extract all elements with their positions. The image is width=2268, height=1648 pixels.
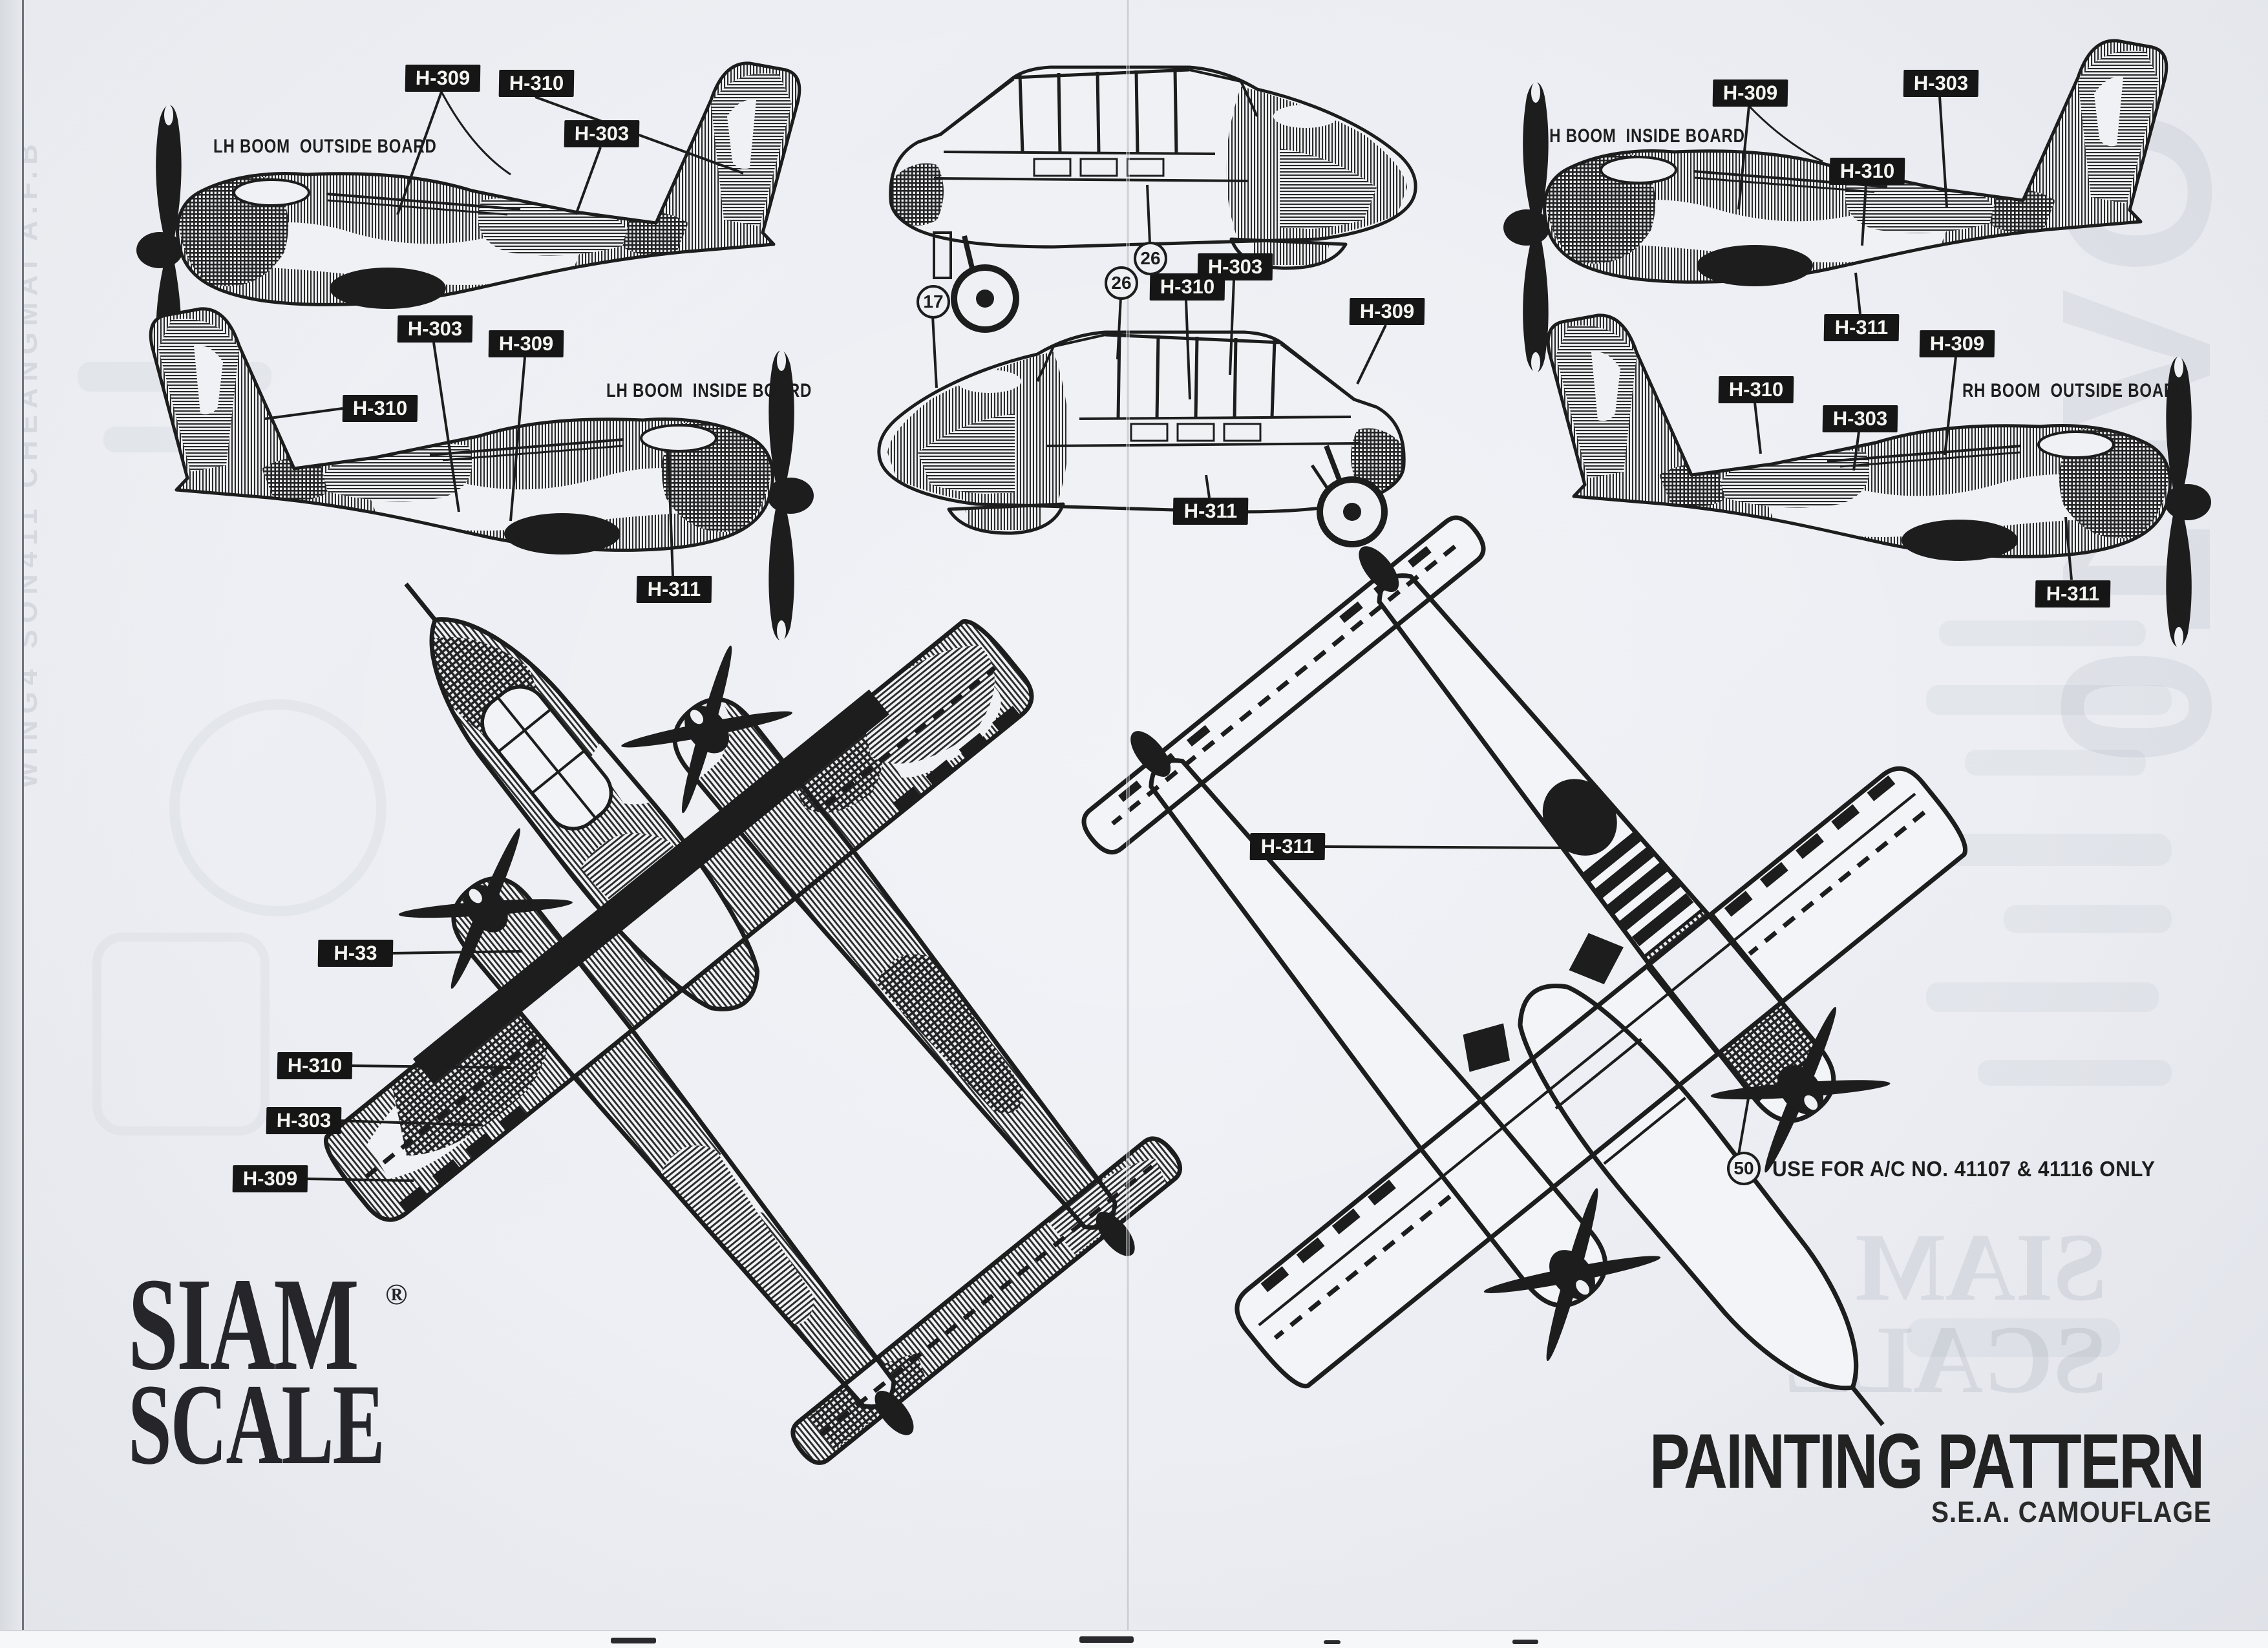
paint-callout: H-311 xyxy=(636,576,712,603)
dust-speck xyxy=(1512,1640,1538,1644)
scan-edge-bottom xyxy=(0,1630,2268,1648)
brand-line1: SIAM xyxy=(128,1250,359,1398)
paint-callout: H-310 xyxy=(342,395,418,422)
paint-callout: H-303 xyxy=(397,315,473,343)
page-title: PAINTING PATTERN xyxy=(1649,1418,2205,1505)
badge-50: 50 xyxy=(1727,1152,1761,1185)
paint-callout: H-33 xyxy=(317,940,394,967)
caption-rh-boom-inside: RH BOOM INSIDE BOARD xyxy=(1538,125,1745,147)
paint-callout: H-303 xyxy=(1903,70,1979,97)
paint-callout: H-309 xyxy=(1712,79,1788,107)
paint-callout: H-303 xyxy=(1822,405,1898,432)
rh-boom-outside-drawing xyxy=(1530,291,2228,653)
paint-callout: H-310 xyxy=(1718,376,1794,403)
dust-speck xyxy=(611,1638,656,1643)
badge-26a: 26 xyxy=(1134,242,1167,275)
page-subtitle: S.E.A. CAMOUFLAGE xyxy=(1931,1495,2212,1528)
brand-line2: SCALE xyxy=(128,1360,385,1489)
scan-edge-left xyxy=(0,0,24,1648)
paint-callout: H-311 xyxy=(2035,580,2111,607)
paint-callout: H-309 xyxy=(1349,298,1425,325)
dust-speck xyxy=(1079,1636,1134,1643)
leader-lines xyxy=(264,91,2073,1182)
paint-callout: H-309 xyxy=(405,65,481,92)
paint-callout: H-303 xyxy=(564,120,640,147)
paint-callout: H-311 xyxy=(1823,314,1900,341)
nose-gear xyxy=(933,231,1019,333)
usage-note: USE FOR A/C NO. 41107 & 41116 ONLY xyxy=(1772,1157,2156,1181)
caption-lh-boom-outside: LH BOOM OUTSIDE BOARD xyxy=(213,136,437,157)
paint-callout: H-309 xyxy=(1919,330,1995,357)
paint-callout: H-310 xyxy=(498,70,575,97)
caption-rh-boom-outside: RH BOOM OUTSIDE BOARD xyxy=(1962,380,2188,401)
paint-callout: H-309 xyxy=(488,330,564,357)
brand-logo: SIAM SCALE xyxy=(128,1250,385,1489)
paint-callout: H-309 xyxy=(232,1165,308,1192)
dust-speck xyxy=(1324,1640,1341,1644)
paint-callout: H-310 xyxy=(277,1052,353,1079)
paint-callout: H-310 xyxy=(1149,273,1225,301)
badge-26b: 26 xyxy=(1105,266,1138,300)
paint-callout: H-303 xyxy=(266,1107,342,1134)
paint-callout: H-311 xyxy=(1249,833,1326,860)
paint-callout: H-310 xyxy=(1829,158,1905,185)
lh-boom-inside-drawing xyxy=(132,284,831,646)
main-gear xyxy=(1310,445,1388,547)
badge-17: 17 xyxy=(917,285,950,319)
fold-crease xyxy=(1126,0,1130,1648)
caption-lh-boom-inside: LH BOOM INSIDE BOARD xyxy=(606,380,812,401)
paint-callout: H-311 xyxy=(1172,498,1249,525)
registered-trademark-icon: ® xyxy=(385,1278,408,1311)
